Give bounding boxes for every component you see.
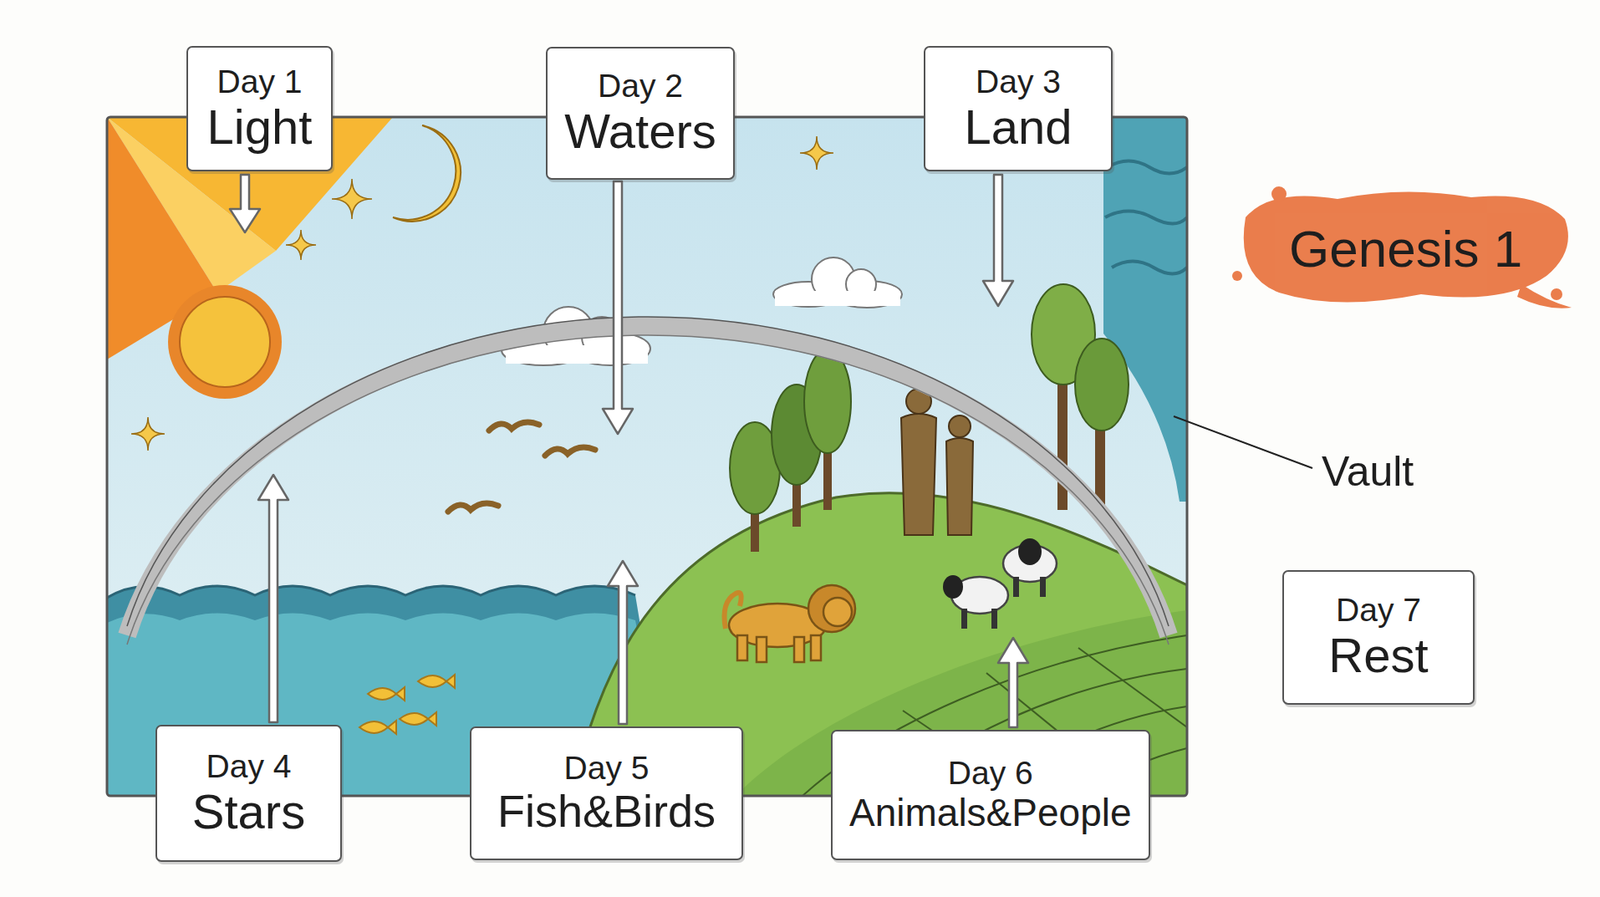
sheep	[1018, 538, 1042, 566]
title-splash	[1243, 191, 1569, 302]
sheep	[942, 575, 964, 599]
day-number: Day 5	[564, 750, 650, 787]
trees	[729, 284, 1129, 552]
title-splash	[1517, 284, 1572, 309]
upper-waters	[1103, 117, 1188, 502]
moon	[392, 125, 461, 222]
day-box: Day 2Waters	[545, 46, 735, 180]
birds	[545, 447, 596, 456]
day-box: Day 3Land	[923, 45, 1113, 172]
sheep	[1039, 576, 1046, 597]
stars	[331, 178, 372, 220]
lion	[794, 636, 805, 663]
title-splash	[1550, 288, 1563, 301]
day-box: Day 5Fish&Birds	[469, 726, 744, 861]
lion	[808, 585, 856, 632]
fish	[399, 712, 437, 726]
day-work: Stars	[192, 784, 306, 839]
sheep	[942, 538, 1057, 629]
people	[901, 413, 937, 536]
day-number: Day 6	[947, 755, 1034, 792]
fish	[367, 687, 405, 701]
fish	[417, 674, 455, 688]
part-label: Vault	[1321, 448, 1414, 495]
day-arrows	[607, 560, 638, 724]
vault-leader-line	[1173, 416, 1313, 469]
lion	[823, 597, 852, 627]
vault-arc	[127, 316, 1169, 645]
day-arrows	[998, 637, 1029, 728]
title-splash	[1232, 186, 1572, 309]
trees	[804, 349, 851, 454]
upper-waters	[1103, 117, 1188, 502]
day-work: Light	[207, 100, 313, 154]
stars	[285, 229, 316, 260]
lion	[756, 636, 767, 663]
fish	[359, 720, 397, 734]
stars	[131, 417, 165, 451]
day-number: Day 7	[1335, 592, 1422, 629]
day-work: Rest	[1328, 628, 1428, 683]
day-box: Day 6Animals&People	[830, 729, 1151, 861]
diagram-title: Genesis 1	[1289, 220, 1523, 278]
stars	[800, 136, 834, 170]
day-arrows	[602, 181, 633, 434]
people	[948, 415, 971, 438]
stars	[131, 136, 834, 451]
title-splash	[1271, 186, 1287, 202]
vault-arc	[127, 316, 1169, 627]
lion	[724, 585, 857, 663]
lion	[737, 635, 748, 661]
upper-waters	[1105, 161, 1188, 275]
sun	[168, 285, 282, 399]
day-box: Day 1Light	[186, 45, 333, 172]
day-number: Day 3	[975, 64, 1061, 101]
day-work: Land	[963, 100, 1072, 154]
picture-frame	[107, 117, 1188, 796]
day-arrows	[258, 474, 289, 723]
sheep	[961, 608, 968, 629]
day-work: Fish&Birds	[497, 786, 716, 836]
fish	[359, 674, 455, 734]
day-work: Animals&People	[849, 791, 1132, 835]
scene	[107, 117, 1188, 796]
moon	[392, 125, 461, 222]
sun	[168, 285, 282, 399]
day-arrows	[983, 174, 1014, 306]
sun	[179, 296, 271, 388]
lion	[810, 635, 821, 661]
birds	[448, 422, 596, 512]
day-box: Day 7Rest	[1282, 570, 1475, 705]
day-number: Day 2	[597, 68, 683, 105]
clouds	[505, 345, 648, 364]
day-work: Waters	[564, 104, 717, 158]
day-number: Day 4	[206, 749, 292, 785]
title-splash	[1232, 270, 1243, 281]
day-arrows	[229, 174, 260, 233]
birds	[448, 503, 499, 512]
trees	[1075, 338, 1129, 431]
sea	[107, 585, 636, 598]
clouds	[773, 257, 902, 308]
vault-arc	[127, 326, 1169, 636]
people	[946, 438, 974, 536]
clouds	[774, 290, 901, 306]
day-box: Day 4Stars	[155, 724, 342, 862]
sky	[107, 117, 1188, 796]
sheep	[991, 608, 998, 629]
day-arrows	[229, 174, 1029, 728]
birds	[489, 422, 540, 431]
sheep	[1013, 576, 1020, 597]
day-number: Day 1	[217, 64, 303, 101]
